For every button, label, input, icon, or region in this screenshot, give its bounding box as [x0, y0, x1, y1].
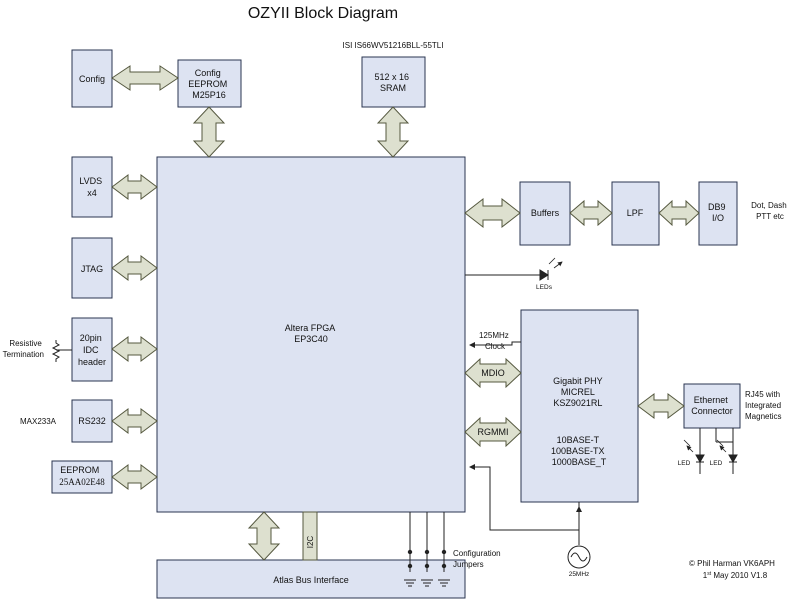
- led-diode-icon: [539, 269, 549, 281]
- mdio-arrow: [464, 357, 522, 389]
- fpga-block: [156, 156, 466, 513]
- resistive-termination-label: Resistive Termination: [3, 339, 44, 359]
- mac-eeprom-label: EEPROM 25AA02E48: [59, 460, 105, 487]
- osc-label: 25MHz: [569, 571, 590, 578]
- credit-rest: May 2010 V1.8: [711, 571, 768, 580]
- fpga-buffers-arrow: [464, 197, 521, 229]
- atlas-bus-label: Atlas Bus Interface: [273, 575, 349, 585]
- fpga-atlas-arrow: [247, 511, 281, 561]
- rgmmi-arrow: [464, 416, 522, 448]
- config-jumpers: [404, 512, 450, 587]
- fpga-label: Altera FPGA EP3C40: [285, 323, 338, 344]
- lpf-db9-arrow: [658, 199, 700, 227]
- config-eeprom-arrow: [111, 65, 179, 91]
- rs232-block: [71, 399, 113, 443]
- i2c-label: I2C: [306, 536, 315, 549]
- buffers-block: [519, 181, 571, 246]
- db9-block: [698, 181, 738, 246]
- jtag-fpga-arrow: [111, 255, 158, 281]
- buffers-lpf-arrow: [569, 199, 613, 227]
- resistor-icon: [51, 340, 61, 362]
- config-eeprom-label: Config EEPROM M25P16: [188, 68, 230, 100]
- jtag-label: JTAG: [81, 264, 103, 274]
- rs232-label: RS232: [78, 416, 106, 426]
- eeprom-fpga-arrow: [192, 106, 226, 158]
- dot-dash-ptt-label: Dot, Dash PTT etc: [751, 201, 789, 221]
- credit-sup: st: [707, 571, 712, 577]
- clock-line: [469, 341, 521, 348]
- config-eeprom-block: [177, 59, 242, 108]
- sram-block: [361, 56, 426, 108]
- config-label: Config: [79, 74, 105, 84]
- ethernet-connector-block: [683, 383, 741, 429]
- lpf-block: [611, 181, 660, 246]
- phy-label: Gigabit PHY MICREL KSZ9021RL 10BASE-T 10…: [551, 376, 607, 467]
- max233a-label: MAX233A: [20, 417, 57, 426]
- rgmmi-label: RGMMI: [478, 427, 509, 437]
- eth-led-diode-1: [695, 454, 705, 464]
- idc-fpga-arrow: [111, 336, 158, 362]
- rs232-fpga-arrow: [111, 408, 158, 434]
- sram-label: 512 x 16 SRAM: [374, 72, 411, 93]
- i2c-bus: [302, 511, 318, 561]
- eth-led-diode-2: [728, 454, 738, 464]
- lvds-block: [71, 156, 113, 218]
- buffers-label: Buffers: [531, 208, 560, 218]
- lvds-fpga-arrow: [111, 174, 158, 200]
- db9-label: DB9 I/O: [708, 202, 728, 223]
- eth-led-label-2: LED: [710, 460, 723, 467]
- sine-wave-icon: [570, 552, 588, 562]
- leds-label: LEDs: [536, 284, 553, 291]
- config-jumpers-label: Configuration Jumpers: [453, 549, 503, 569]
- mac-eeprom-fpga-arrow: [111, 464, 158, 490]
- page-title: OZYII Block Diagram: [248, 5, 398, 22]
- eth-led-emit-2: [717, 439, 727, 453]
- lpf-label: LPF: [627, 208, 644, 218]
- lvds-label: LVDS x4: [79, 176, 104, 198]
- atlas-bus-block: [156, 559, 466, 599]
- clock-label: 125MHz Clock: [479, 331, 511, 351]
- led-emit-icon: [548, 258, 562, 269]
- sram-part-number: ISI IS66WV51216BLL-55TLI: [343, 41, 444, 50]
- phy-block: [520, 309, 639, 503]
- credit-day: 1: [703, 571, 708, 580]
- phy-ethernet-arrow: [637, 393, 685, 419]
- mac-eeprom-block: [51, 460, 113, 494]
- idc-header-label: 20pin IDC header: [78, 333, 106, 367]
- eth-led-label-1: LED: [678, 460, 691, 467]
- config-block: [71, 49, 113, 108]
- credit-line-1: © Phil Harman VK6APH: [689, 559, 775, 568]
- credit-line-2: 1st May 2010 V1.8: [703, 571, 768, 580]
- sram-fpga-arrow: [376, 106, 410, 158]
- rj45-label: RJ45 with Integrated Magnetics: [745, 390, 783, 421]
- mdio-label: MDIO: [481, 368, 505, 378]
- eth-led-emit-1: [684, 439, 694, 453]
- ethernet-connector-label: Ethernet Connector: [691, 395, 733, 416]
